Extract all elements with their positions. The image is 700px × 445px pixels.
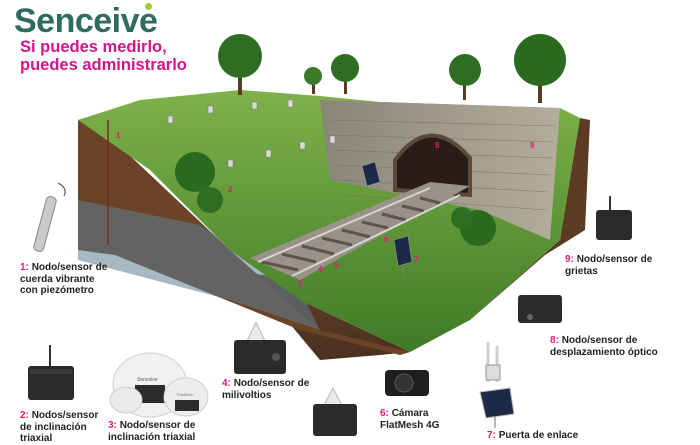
label-number: 7: [487,430,496,441]
scene-solar-panel [361,161,413,278]
label-crack: 9: Nodo/sensor de grietas [565,254,655,277]
tilt-node-icon [28,345,74,400]
tagline: Si puedes medirlo, puedes administrarlo [20,38,187,74]
rail-right [291,194,461,277]
label-camera: 6: Cámara FlatMesh 4G [380,408,455,431]
label-gateway: 7: Puerta de enlace [487,430,597,442]
soil-right-face [470,118,590,320]
scene-marker: 6 [384,235,389,244]
label-text: Puerta de enlace [498,430,579,441]
label-optical: 8: Nodo/sensor de desplazamiento óptico [550,335,660,358]
scene-marker: 4 [318,265,323,274]
label-text: Cámara FlatMesh 4G [380,408,440,431]
label-triaxial-node: 3: Nodo/sensor de inclinación triaxial [108,420,206,443]
camera-icon [385,370,429,396]
scene-marker: 3 [298,279,303,288]
logo-dot [145,3,152,10]
scene-marker: 8 [435,141,440,150]
label-millivolt: 4: Nodo/sensor de milivoltios [222,378,312,401]
dome-sensor-icon [109,352,209,418]
label-number: 2: [20,410,29,421]
rail-left [257,187,431,263]
label-text: Nodo/sensor de desplazamiento óptico [550,335,658,358]
scene-marker: 5 [334,261,339,270]
label-number: 3: [108,420,117,431]
label-triaxial-nodes: 2: Nodos/sensor de inclinación triaxial [20,410,110,445]
dome-sensor-brand: Senceive [137,377,158,383]
railway-sleepers [261,196,441,272]
scene-marker: 1 [116,131,121,140]
scene-marker: 7 [414,255,419,264]
optical-node-icon [518,295,562,323]
track-ballast [250,182,470,280]
tagline-line2: puedes administrarlo [20,56,187,74]
trees [175,34,566,246]
label-text: Nodo/sensor de inclinación triaxial [108,420,196,443]
label-number: 8: [550,335,559,346]
crack-node-icon [596,196,632,240]
sensor-posts [167,99,336,168]
label-number: 1: [20,262,29,273]
tagline-line1: Si puedes medirlo, [20,38,167,56]
gateway-icon [479,342,515,428]
label-text: Nodo/sensor de milivoltios [222,378,310,401]
scene-marker: 9 [530,141,535,150]
tunnel-arch [393,133,472,198]
label-text: Nodos/sensor de inclinación triaxial [20,410,99,444]
label-text: Nodo/sensor de grietas [565,254,653,277]
piezometer-sensor-icon [33,182,66,252]
scene-marker: 2 [228,185,233,194]
label-piezometer: 1: Nodo/sensor de cuerda vibrante con pi… [20,262,115,297]
senceive-logo: Senceive [14,2,158,40]
label-number: 9: [565,254,574,265]
label-number: 6: [380,408,389,419]
label-number: 4: [222,378,231,389]
millivolt-node-icon-2 [313,386,357,436]
millivolt-node-icon [234,320,286,374]
water-table [78,200,320,330]
label-text: Nodo/sensor de cuerda vibrante con piezó… [20,262,108,296]
dome-sensor-model: FlatMesh [177,392,193,397]
